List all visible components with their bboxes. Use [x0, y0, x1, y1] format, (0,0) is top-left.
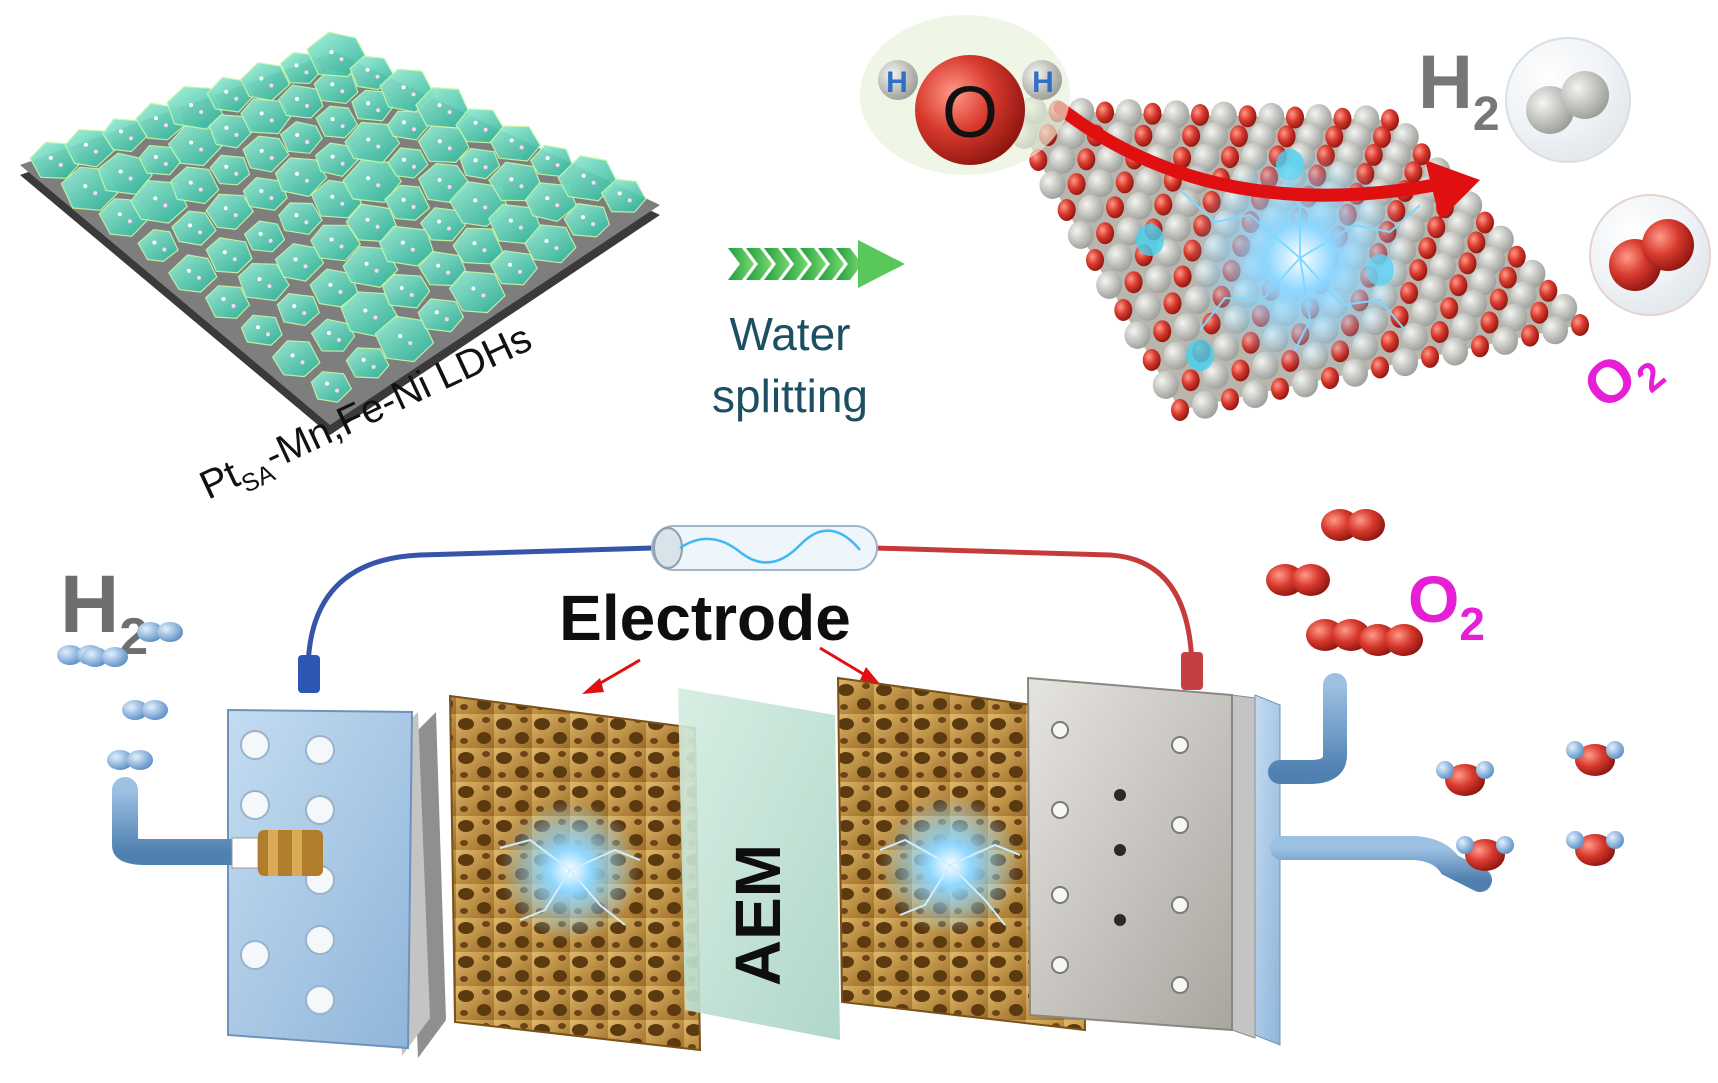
wire-positive	[874, 545, 1195, 669]
process-label-line1: Water	[730, 308, 851, 360]
electrode-arrow-right	[819, 646, 871, 680]
brass-fitting	[258, 830, 323, 876]
o2-label-bottom: O2	[1408, 562, 1485, 650]
anode-electrode	[836, 676, 1087, 1032]
power-tube	[651, 525, 878, 571]
water-molecule: O H H	[860, 15, 1070, 175]
ldh-nanoflakes	[29, 31, 647, 403]
o2-label-top: O2	[1570, 326, 1674, 431]
hydrogen-outlet-pipe	[112, 777, 253, 865]
reaction-arrow	[1053, 101, 1442, 202]
water-inlet-pipe	[1270, 836, 1492, 892]
gas-molecules	[57, 509, 1624, 871]
hydrogen-symbol-right: H	[1032, 66, 1054, 99]
aem-membrane	[678, 688, 840, 1040]
electrode-label: Electrode	[559, 582, 851, 654]
oxygen-symbol: O	[942, 73, 998, 153]
oxygen-outlet-pipe	[1268, 673, 1347, 784]
connector-negative	[298, 655, 320, 693]
cathode-electrode	[448, 694, 702, 1052]
wire-negative	[305, 545, 653, 673]
cathode-end-plate	[227, 708, 446, 1058]
aem-label: AEM	[722, 844, 794, 986]
process-arrow	[728, 240, 905, 288]
o2-bubble	[1589, 194, 1711, 316]
oxygen-atom	[915, 55, 1025, 165]
connector-positive	[1181, 652, 1203, 690]
h2-label-top: H2	[1418, 40, 1500, 141]
h2-bubble	[1505, 37, 1631, 163]
hydrogen-symbol-left: H	[886, 66, 908, 99]
catalyst-substrate	[20, 31, 660, 435]
anode-end-plate	[1026, 676, 1281, 1046]
catalyst-lattice	[1001, 96, 1589, 421]
process-label-line2: splitting	[712, 370, 868, 422]
hydrogen-atom-left	[878, 60, 918, 100]
hydrogen-atom-right	[1022, 60, 1062, 100]
electric-spark	[1179, 174, 1421, 351]
pipe-sleeve	[231, 837, 259, 869]
